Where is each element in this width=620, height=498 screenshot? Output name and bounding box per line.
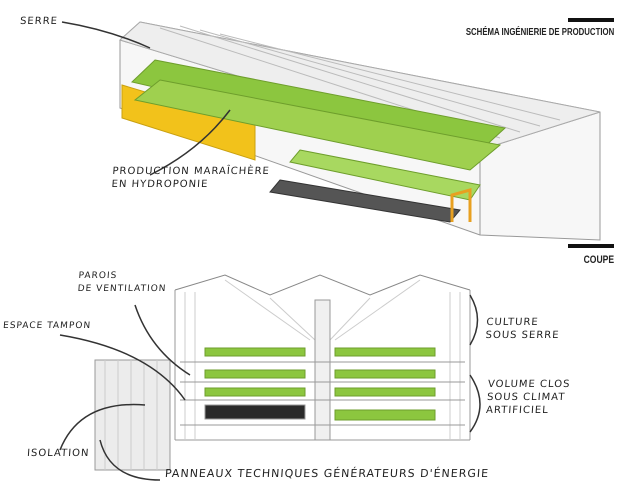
shelf-4-right <box>334 409 436 421</box>
label-panneaux: PANNEAUX TECHNIQUES GÉNÉRATEURS D'ÉNERGI… <box>164 467 490 480</box>
dark-floor <box>269 179 461 223</box>
label-parois: PAROIS DE VENTILATION <box>77 270 168 296</box>
greenhouse-isometric <box>119 21 601 241</box>
shelf-1-left <box>204 347 306 357</box>
serre-leader <box>61 21 151 49</box>
dark-level <box>204 404 306 420</box>
leader-lines <box>59 294 481 481</box>
diagram-title: SCHÉMA INGÉNIERIE DE PRODUCTION <box>465 27 614 38</box>
section-drawing <box>94 274 471 471</box>
label-parois-line2: DE VENTILATION <box>77 284 167 294</box>
shelf-1-right <box>334 347 436 357</box>
sawtooth-roof <box>174 274 471 296</box>
label-culture-line1: CULTURE <box>486 317 540 328</box>
hydroponic-slab-mid <box>133 79 502 171</box>
shelf-2-right <box>334 369 436 379</box>
label-espace-tampon: ESPACE TAMPON <box>2 321 92 331</box>
label-serre: SERRE <box>19 16 59 27</box>
section-rule <box>568 244 614 248</box>
label-volume-line1: VOLUME CLOS <box>487 379 571 390</box>
left-panel-wall <box>94 359 171 471</box>
shelf-3-left <box>204 387 306 397</box>
label-volume-line3: ARTIFICIEL <box>485 405 550 416</box>
label-production-line2: EN HYDROPONIE <box>111 179 209 190</box>
label-isolation: ISOLATION <box>26 448 90 459</box>
label-parois-line1: PAROIS <box>78 271 118 281</box>
shelf-2-left <box>204 369 306 379</box>
production-leader <box>149 109 231 176</box>
label-production-line1: PRODUCTION MARAÎCHÈRE <box>112 166 271 177</box>
label-culture-line2: SOUS SERRE <box>485 330 560 341</box>
header-rule <box>568 18 614 22</box>
label-culture: CULTURE SOUS SERRE <box>485 316 561 342</box>
label-production: PRODUCTION MARAÎCHÈRE EN HYDROPONIE <box>111 165 270 191</box>
section-title: COUPE <box>583 254 614 266</box>
crane <box>450 188 472 222</box>
shelf-3-right <box>334 387 436 397</box>
label-volume-line2: SOUS CLIMAT <box>486 392 566 403</box>
label-volume: VOLUME CLOS SOUS CLIMAT ARTIFICIEL <box>486 378 571 417</box>
